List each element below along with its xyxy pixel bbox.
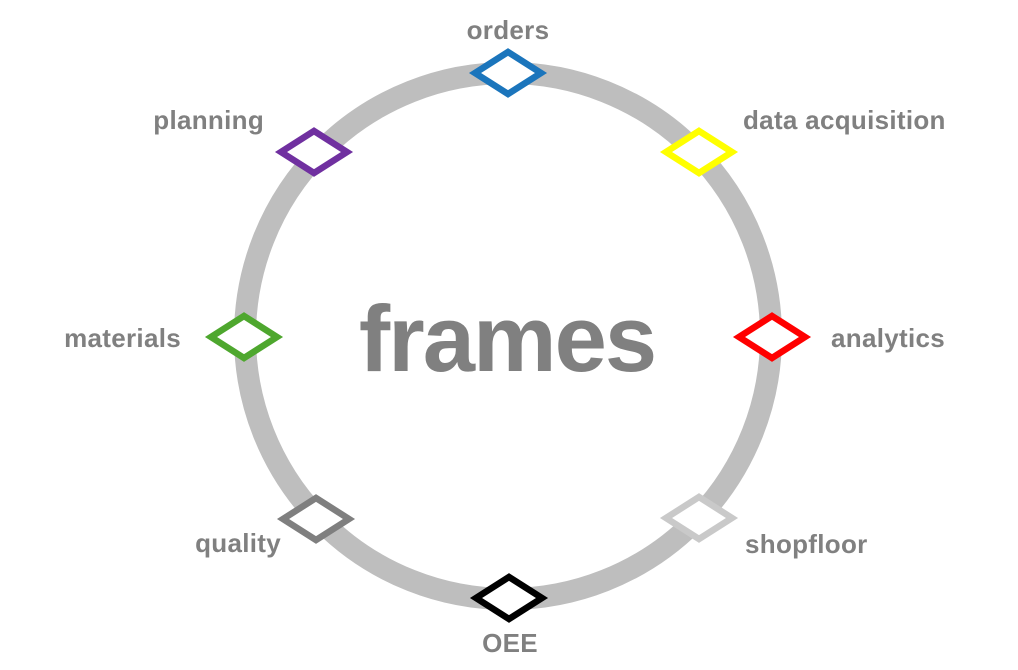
analytics-diamond-icon (732, 312, 812, 362)
materials-diamond-icon (204, 312, 284, 362)
node-materials: materials (64, 312, 284, 362)
diagram-title: frames (359, 286, 655, 391)
node-oee: OEE (469, 573, 549, 658)
planning-label: planning (153, 105, 264, 135)
orders-diamond-icon (468, 48, 548, 98)
materials-label: materials (64, 323, 181, 353)
node-orders: orders (467, 15, 550, 98)
data-acquisition-diamond-icon (659, 127, 739, 177)
data-acquisition-label: data acquisition (743, 105, 946, 135)
quality-diamond-icon (276, 494, 356, 544)
shopfloor-label: shopfloor (745, 529, 868, 559)
shopfloor-diamond-icon (659, 493, 739, 543)
orders-label: orders (467, 15, 550, 45)
node-quality: quality (195, 494, 356, 558)
node-analytics: analytics (732, 312, 945, 362)
analytics-label: analytics (831, 323, 945, 353)
node-shopfloor: shopfloor (659, 493, 868, 559)
oee-diamond-icon (469, 573, 549, 623)
quality-label: quality (195, 528, 281, 558)
oee-label: OEE (482, 628, 538, 658)
planning-diamond-icon (274, 127, 354, 177)
node-data-acquisition: data acquisition (659, 105, 946, 177)
node-planning: planning (153, 105, 354, 177)
